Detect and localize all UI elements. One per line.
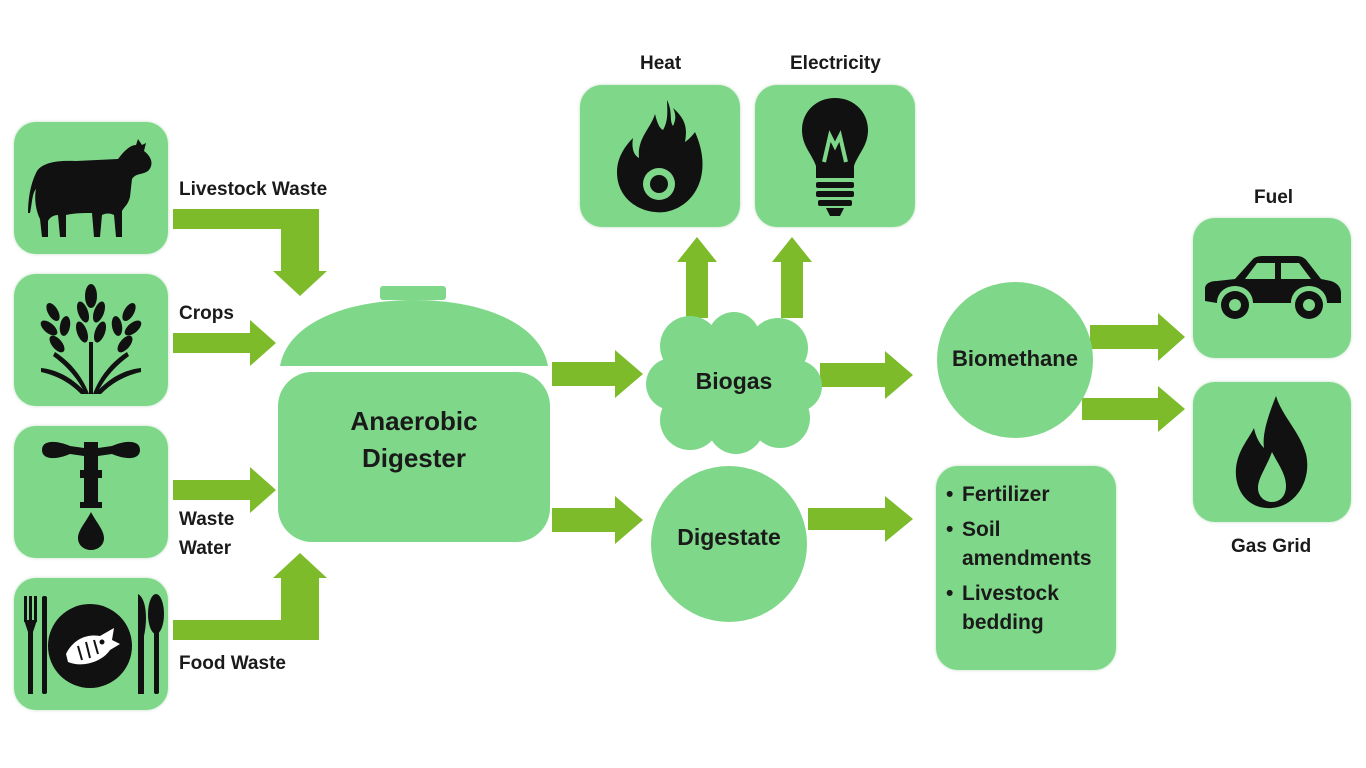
biogas-cloud: Biogas (646, 312, 822, 454)
gas-grid-box (1193, 382, 1351, 522)
use-soil-line2: amendments (962, 547, 1092, 570)
arrow-biomethane-to-fuel (1090, 313, 1185, 361)
arrow-livestock-to-digester (173, 209, 327, 296)
light-bulb-icon (802, 98, 868, 216)
digestate-label: Digestate (677, 524, 781, 550)
electricity-label: Electricity (790, 53, 881, 74)
digester-label-line2: Digester (361, 443, 467, 473)
biomethane-label: Biomethane (952, 346, 1078, 371)
anaerobic-digester: Anaerobic Digester (278, 286, 550, 542)
flame-icon (617, 100, 703, 213)
electricity-box (755, 85, 915, 227)
arrow-digester-to-digestate (552, 496, 643, 544)
arrow-biogas-to-electricity (772, 237, 812, 318)
waste-water-label-line2: Water (179, 538, 232, 559)
livestock-waste-label: Livestock Waste (179, 179, 328, 200)
crops-box (14, 274, 168, 406)
use-livestock-line1: Livestock (962, 582, 1059, 605)
arrow-crops-to-digester (173, 320, 276, 366)
cloud-shape (646, 312, 822, 454)
use-livestock-line2: bedding (962, 611, 1044, 634)
arrow-digester-to-biogas (552, 350, 643, 398)
waste-water-label-line1: Waste (179, 509, 235, 530)
use-soil-line1: Soil (962, 518, 1001, 541)
digester-pot-shape (278, 286, 550, 542)
use-fertilizer: Fertilizer (962, 483, 1050, 506)
gas-grid-label: Gas Grid (1231, 536, 1312, 557)
food-waste-box (14, 578, 168, 710)
heat-label: Heat (640, 53, 682, 74)
gas-flame-icon (1235, 396, 1308, 509)
crops-label: Crops (179, 303, 234, 324)
biogas-label: Biogas (695, 368, 773, 394)
arrow-biogas-to-heat (677, 237, 717, 318)
car-icon (1205, 256, 1341, 319)
digester-label-line1: Anaerobic (350, 406, 478, 436)
heat-box (580, 85, 740, 227)
arrow-biogas-to-biomethane (820, 351, 913, 399)
list-item: • Fertilizer (946, 483, 1050, 506)
plate-fish-bones-icon (24, 594, 164, 694)
tap-water-icon (42, 441, 140, 550)
arrow-water-to-digester (173, 467, 276, 513)
wheat-icon (40, 284, 142, 394)
fuel-box (1193, 218, 1351, 358)
arrow-food-to-digester (173, 553, 327, 640)
cow-icon (28, 139, 152, 237)
food-waste-label: Food Waste (179, 653, 286, 674)
fuel-label: Fuel (1254, 187, 1294, 208)
livestock-waste-box (14, 122, 168, 254)
biomethane-circle: Biomethane (937, 282, 1093, 438)
arrow-digestate-to-uses (808, 496, 913, 542)
arrow-biomethane-to-gasgrid (1082, 386, 1185, 432)
waste-water-box (14, 426, 168, 558)
digestate-circle: Digestate (651, 466, 807, 622)
